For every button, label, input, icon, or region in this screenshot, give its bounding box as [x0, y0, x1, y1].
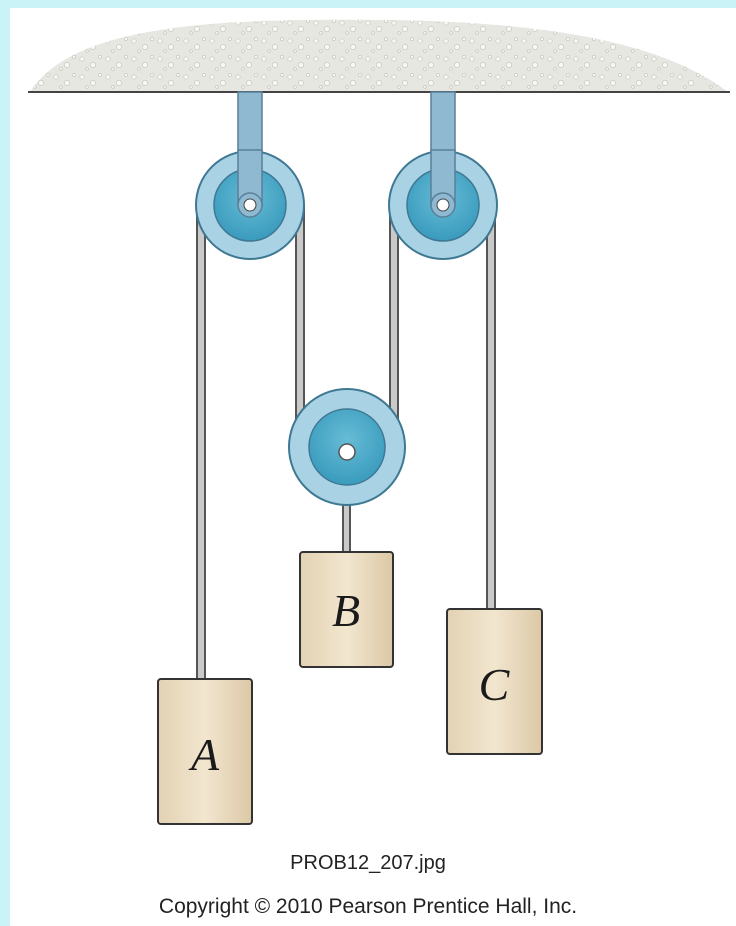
cord-to-mass-c	[486, 204, 496, 611]
ceiling	[30, 19, 728, 92]
cord-right-to-center	[389, 204, 399, 432]
right-fixed-pulley	[388, 149, 498, 260]
mass-b-label: B	[332, 585, 360, 636]
cord-left-to-center	[295, 204, 305, 442]
cord-to-mass-a	[196, 204, 206, 682]
mass-a-label: A	[188, 729, 220, 780]
copyright-notice: Copyright © 2010 Pearson Prentice Hall, …	[158, 895, 578, 918]
mass-c-label: C	[479, 659, 511, 710]
center-movable-pulley	[288, 388, 406, 506]
mass-b: B	[299, 551, 394, 668]
mass-c: C	[446, 608, 543, 755]
left-fixed-pulley	[195, 149, 305, 260]
mass-a: A	[157, 678, 253, 825]
figure-filename: PROB12_207.jpg	[290, 852, 446, 874]
